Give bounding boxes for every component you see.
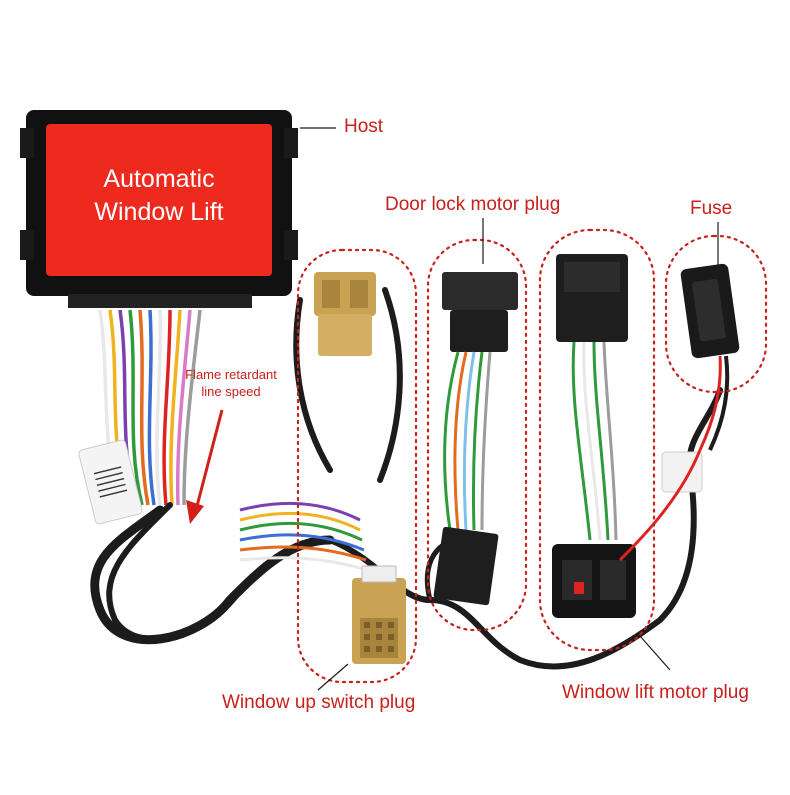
arrow-icon [186, 409, 224, 524]
leader-lines [300, 127, 719, 691]
flame-label-line1: Flame retardant [185, 367, 277, 382]
module-title-line1: Automatic [103, 165, 215, 193]
window-lift-leader [639, 635, 671, 671]
module-title-line2: Window Lift [94, 198, 224, 226]
door-lock-label: Door lock motor plug [385, 194, 561, 215]
host-module [20, 110, 298, 308]
callout-outlines [296, 228, 768, 684]
door-lock-outline [426, 238, 528, 632]
window-up-label: Window up switch plug [222, 692, 416, 713]
fuse-holder [618, 263, 740, 562]
fuse-outline [664, 234, 768, 394]
window-up-leader [317, 663, 349, 691]
window-lift-label: Window lift motor plug [562, 682, 749, 703]
window-up-switch-outline [296, 248, 418, 684]
window-lift-outline [538, 228, 656, 652]
window-up-switch-plug-bottom [352, 565, 406, 664]
module-title: Automatic Window Lift [52, 163, 266, 229]
switch-plug-wires [239, 501, 369, 572]
window-up-switch-plug-top [314, 272, 376, 356]
flame-retardant-label: Flame retardant line speed [168, 366, 294, 400]
fuse-label: Fuse [690, 198, 733, 219]
host-label: Host [344, 116, 384, 137]
door-lock-motor-plug [433, 272, 518, 606]
window-lift-motor-plug [552, 254, 636, 618]
flame-label-line2: line speed [201, 384, 261, 399]
